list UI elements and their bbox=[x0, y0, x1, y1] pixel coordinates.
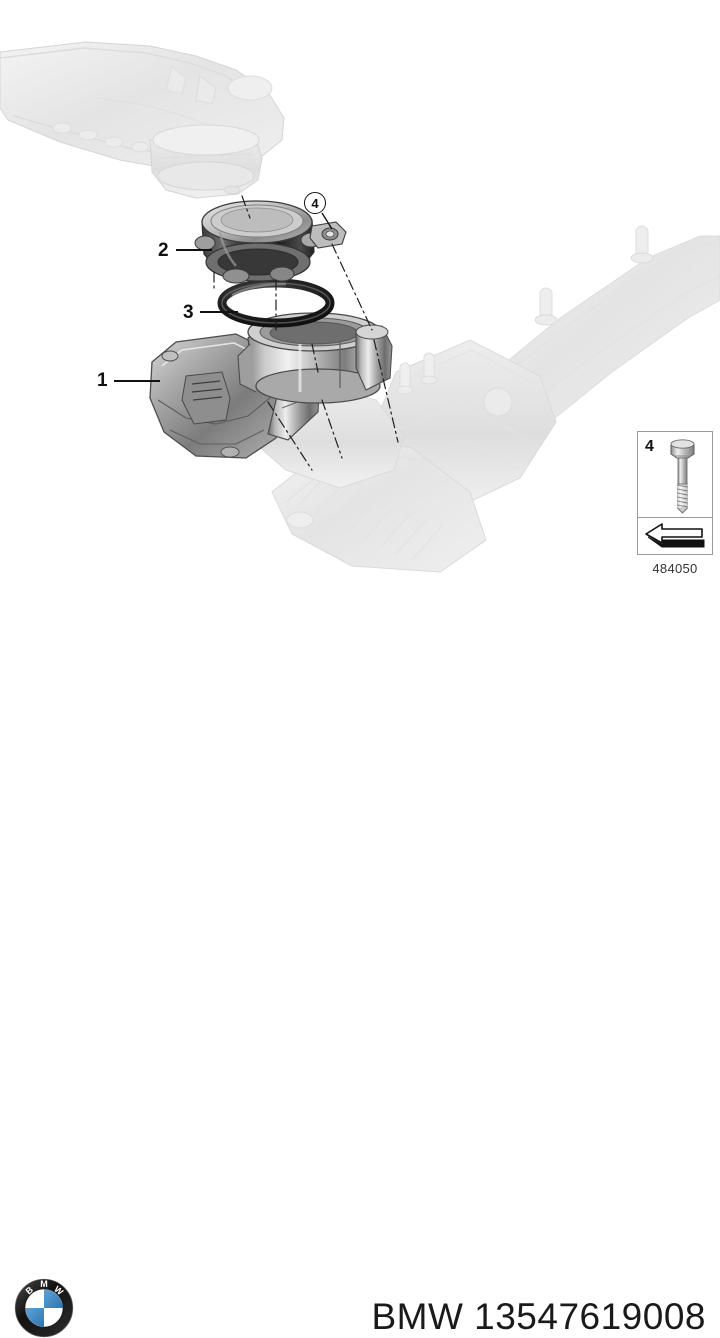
inset-upper-cell: 4 bbox=[638, 432, 712, 518]
callout-number-1: 1 bbox=[97, 370, 108, 391]
logo-letter-m: M bbox=[40, 1279, 48, 1289]
callout-number-4-circled: 4 bbox=[304, 192, 326, 214]
hex-bolt-icon bbox=[670, 439, 695, 514]
ghost-engine-upper-left bbox=[0, 41, 285, 199]
assembly-axis-lines bbox=[213, 195, 399, 471]
bmw-roundel-logo: B M W bbox=[14, 1278, 74, 1338]
callout-number-2: 2 bbox=[158, 240, 169, 261]
parts-diagram-canvas bbox=[0, 41, 720, 573]
callout-number-3: 3 bbox=[183, 302, 194, 323]
inset-item-number: 4 bbox=[645, 438, 654, 455]
assembly-direction-arrow-icon bbox=[645, 523, 705, 548]
inset-lower-cell bbox=[638, 518, 712, 554]
footer-bar: B M W BMW 13547619008 bbox=[0, 632, 720, 1338]
part-number-label: BMW 13547619008 bbox=[371, 1296, 706, 1337]
inset-caption: 484050 bbox=[652, 561, 698, 576]
callout-leader-lines bbox=[114, 248, 238, 383]
circle-callout-leader bbox=[321, 212, 333, 230]
inset-legend-box: 4 bbox=[637, 431, 713, 555]
part-2-cover-cap bbox=[194, 200, 347, 284]
